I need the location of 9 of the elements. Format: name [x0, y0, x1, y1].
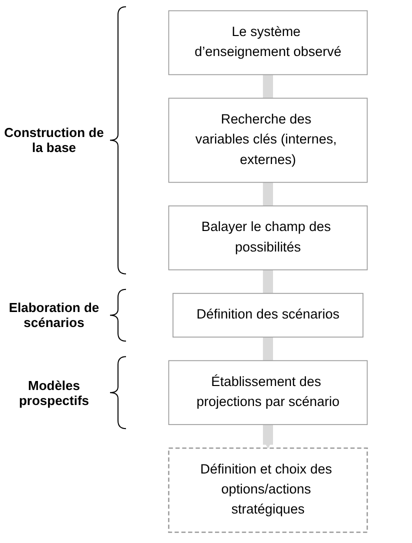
- node-box: Balayer le champ des possibilités: [168, 205, 368, 270]
- group-label: Elaboration de scénarios: [8, 300, 100, 330]
- group-label: Construction de la base: [4, 125, 104, 156]
- node-box: Définition et choix des options/actions stratégiques: [168, 448, 368, 533]
- node-box: Définition des scénarios: [172, 292, 364, 338]
- group-label: Modèles prospectifs: [18, 378, 90, 408]
- node-box: Recherche des variables clés (internes, externes): [168, 98, 368, 183]
- node-box: Établissement des projections par scénario: [168, 360, 368, 425]
- node-box: Le système d’enseignement observé: [168, 10, 368, 76]
